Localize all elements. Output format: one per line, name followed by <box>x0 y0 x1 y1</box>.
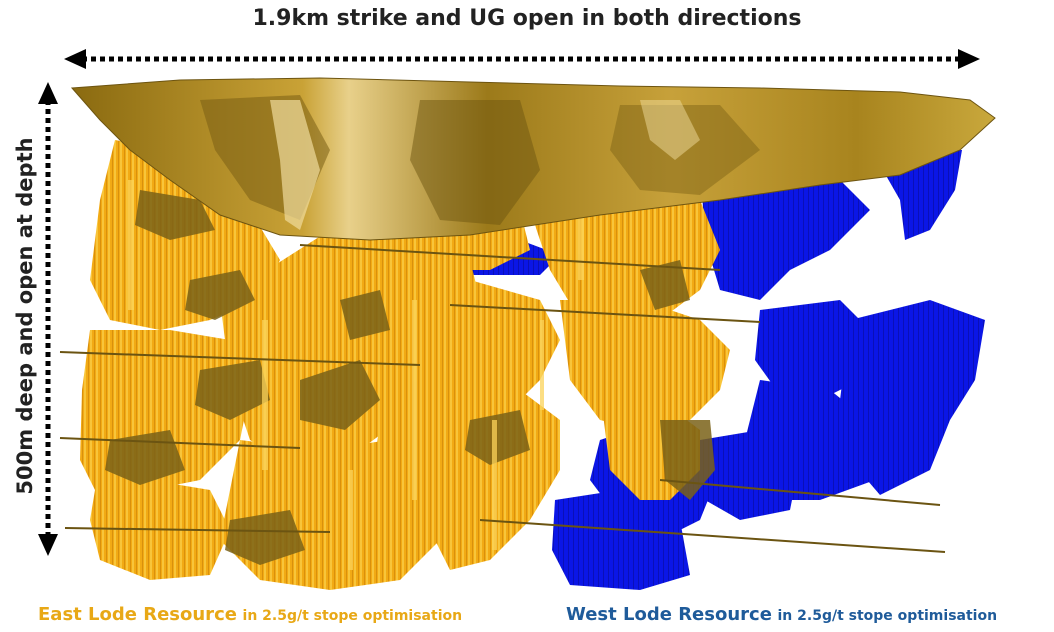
strike-label: 1.9km strike and UG open in both directi… <box>252 6 802 31</box>
strike-arrow <box>64 49 980 69</box>
west-lode-detail: in 2.5g/t stope optimisation <box>777 608 998 624</box>
east-lode-name: East Lode Resource <box>38 604 237 625</box>
pit-shell <box>70 77 996 241</box>
west-lode-name: West Lode Resource <box>566 604 772 625</box>
east-lode-highlights <box>128 170 584 570</box>
east-lode-shading <box>105 190 715 565</box>
depth-arrow <box>38 82 58 556</box>
east-lode-detail: in 2.5g/t stope optimisation <box>242 608 463 624</box>
east-lode-legend: East Lode Resource in 2.5g/t stope optim… <box>38 604 462 625</box>
west-lode-legend: West Lode Resource in 2.5g/t stope optim… <box>566 604 997 625</box>
depth-label: 500m deep and open at depth <box>13 137 37 495</box>
drill-traces <box>59 244 946 553</box>
west-lode-body <box>455 150 985 590</box>
